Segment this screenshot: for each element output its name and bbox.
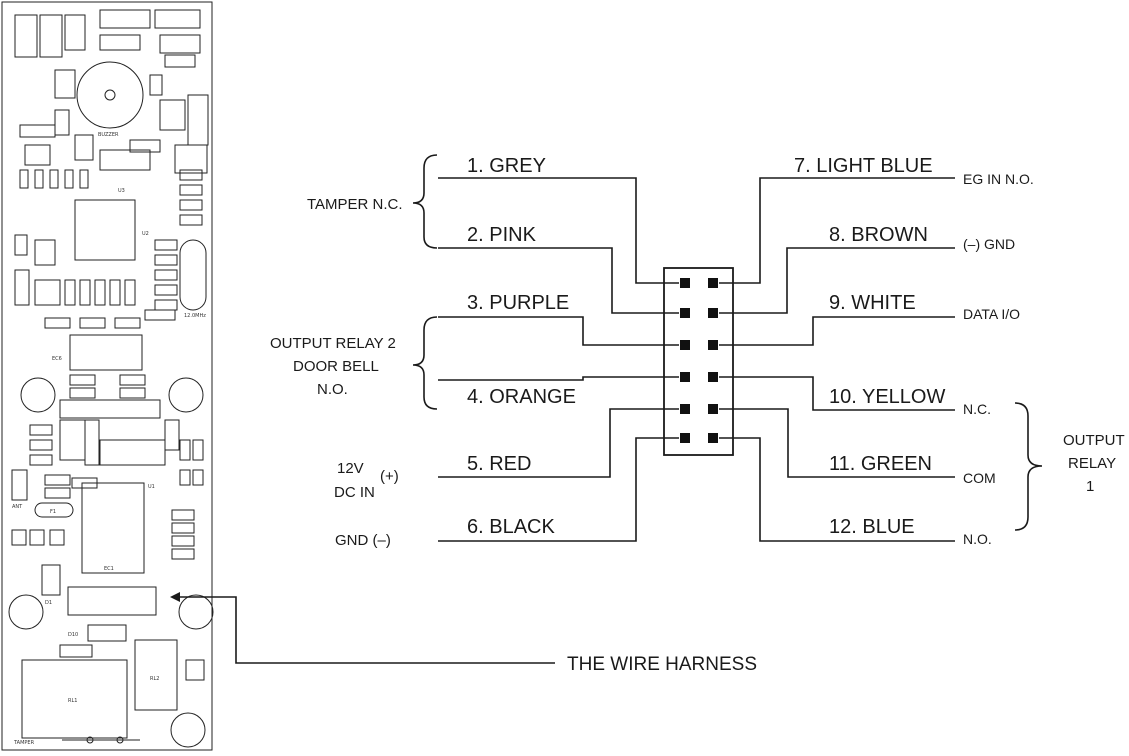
relay2-line1: OUTPUT RELAY 2: [270, 335, 396, 352]
pin-10: [708, 372, 718, 382]
arrow-left-icon: [170, 592, 180, 602]
pin-11: [708, 404, 718, 414]
function-label-10: N.C.: [963, 401, 991, 417]
wire-label-7: 7. LIGHT BLUE: [794, 155, 933, 177]
wire-label-9: 9. WHITE: [829, 292, 916, 314]
function-label-12: N.O.: [963, 531, 992, 547]
tamper-label: TAMPER N.C.: [307, 196, 403, 213]
relay2-line2: DOOR BELL: [293, 358, 379, 375]
wire-label-10: 10. YELLOW: [829, 386, 945, 408]
pin-3: [680, 340, 690, 350]
pcb-ec6-label: EC6: [52, 356, 62, 362]
left-wires: [438, 177, 679, 542]
pcb-ant-label: ANT: [12, 504, 23, 510]
wire-route-12: [719, 437, 955, 542]
function-label-11: COM: [963, 470, 996, 486]
wire-label-2: 2. PINK: [467, 224, 537, 246]
pin-9: [708, 340, 718, 350]
wire-label-11: 11. GREEN: [829, 453, 932, 475]
relay1-line2: RELAY: [1068, 455, 1116, 472]
wire-route-7: [719, 177, 955, 284]
wire-label-12: 12. BLUE: [829, 516, 915, 538]
wire-harness-connector: [67, 586, 157, 616]
right-wires: [719, 177, 955, 542]
pin-4: [680, 372, 690, 382]
relay2-brace: [412, 316, 438, 410]
relay2-line3: N.O.: [317, 381, 348, 398]
pin-12: [708, 433, 718, 443]
relay-2: [134, 639, 178, 711]
relay1-brace: [1014, 402, 1043, 531]
pcb-u1-label: U1: [148, 484, 155, 490]
pcb-u2-label: U2: [142, 231, 149, 237]
tamper-brace: [412, 154, 438, 249]
pcb-tamper-label: TAMPER: [13, 740, 35, 746]
pcb-ec1-label: EC1: [104, 566, 114, 572]
wire-label-3: 3. PURPLE: [467, 292, 569, 314]
pin-1: [680, 278, 690, 288]
pcb-u3-label: U3: [118, 188, 125, 194]
pin-2: [680, 308, 690, 318]
function-label-8: (–) GND: [963, 236, 1015, 252]
function-label-9: DATA I/O: [963, 306, 1020, 322]
buzzer-icon: [76, 61, 144, 129]
relay1-line3: 1: [1086, 478, 1094, 495]
function-label-7: EG IN N.O.: [963, 171, 1034, 187]
pcb-buzzer-label: BUZZER: [98, 132, 119, 138]
wire-route-9: [719, 316, 955, 346]
pcb-f1-label: F1: [50, 509, 56, 515]
pcb-board: BUZZER U3 12.0MHz U2: [1, 1, 214, 751]
relay-1: [21, 659, 128, 739]
pin-6: [680, 433, 690, 443]
pin-5: [680, 404, 690, 414]
wire-route-1: [438, 177, 679, 284]
wire-label-8: 8. BROWN: [829, 224, 928, 246]
pcb-rl1-label: RL1: [68, 698, 77, 704]
pin-8: [708, 308, 718, 318]
wire-label-5: 5. RED: [467, 453, 531, 475]
harness-pointer: [170, 592, 555, 664]
power-12v-label: 12V: [337, 460, 364, 477]
gnd-label: GND (–): [335, 532, 391, 549]
wire-label-4: 4. ORANGE: [467, 386, 576, 408]
wire-label-6: 6. BLACK: [467, 516, 555, 538]
wire-route-6: [438, 437, 679, 542]
power-plus-label: (+): [380, 468, 399, 485]
pcb-crystal-label: 12.0MHz: [184, 313, 206, 319]
power-dcin-label: DC IN: [334, 484, 375, 501]
wire-route-3: [438, 316, 679, 346]
wire-route-11: [719, 408, 955, 478]
relay1-line1: OUTPUT: [1063, 432, 1125, 449]
wire-route-2: [438, 247, 679, 314]
wire-label-1: 1. GREY: [467, 155, 546, 177]
pin-7: [708, 278, 718, 288]
harness-label: THE WIRE HARNESS: [567, 654, 757, 675]
wire-route-5: [438, 408, 679, 478]
pcb-d1-label: D1: [45, 600, 52, 606]
wire-route-8: [719, 247, 955, 314]
connector-pins: [680, 278, 718, 443]
pcb-rl2-label: RL2: [150, 676, 159, 682]
connector-block: [663, 267, 734, 456]
wire-route-10: [719, 376, 955, 411]
wire-route-4: [438, 376, 679, 381]
pcb-d10-label: D10: [68, 632, 78, 638]
